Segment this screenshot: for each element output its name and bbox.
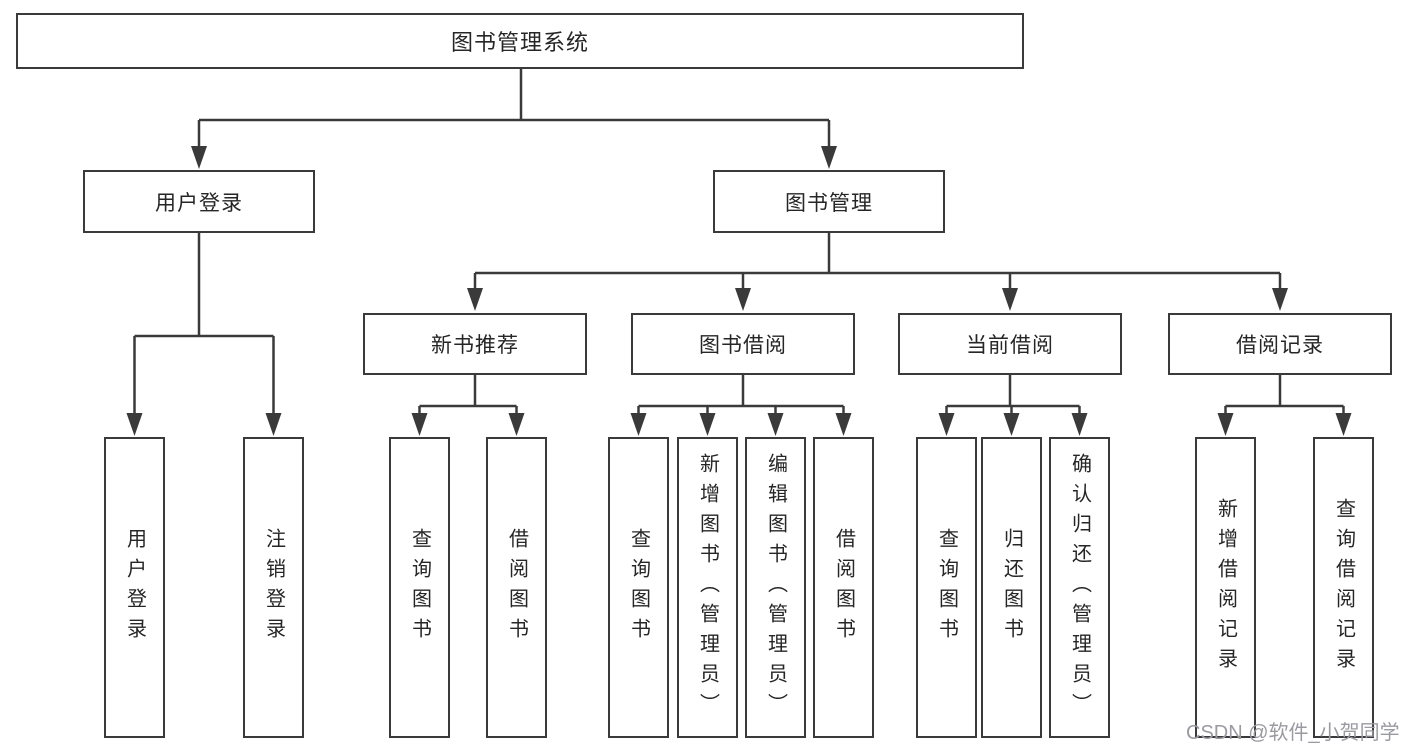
leaf-records-query-record: 查询借阅记录 bbox=[1313, 437, 1374, 738]
leaf-newbook-query-books: 查询图书 bbox=[389, 437, 450, 738]
node-borrowing-records: 借阅记录 bbox=[1168, 313, 1392, 375]
leaf-newbook-borrow-books: 借阅图书 bbox=[486, 437, 547, 738]
node-root-system: 图书管理系统 bbox=[16, 13, 1024, 69]
node-current-borrowing: 当前借阅 bbox=[898, 313, 1122, 375]
node-book-borrowing: 图书借阅 bbox=[631, 313, 855, 375]
leaf-borrowing-query-books: 查询图书 bbox=[608, 437, 669, 738]
csdn-watermark: CSDN @软件_小贺同学 bbox=[1186, 722, 1400, 744]
leaf-current-confirm-return-admin: 确认归还（管理员） bbox=[1049, 437, 1110, 738]
leaf-borrowing-edit-books-admin: 编辑图书（管理员） bbox=[745, 437, 806, 738]
leaf-records-add-record: 新增借阅记录 bbox=[1195, 437, 1256, 738]
leaf-borrowing-borrow-books: 借阅图书 bbox=[813, 437, 874, 738]
leaf-borrowing-add-books-admin: 新增图书（管理员） bbox=[677, 437, 738, 738]
leaf-logout: 注销登录 bbox=[243, 437, 304, 738]
node-user-login: 用户登录 bbox=[83, 170, 315, 233]
leaf-current-return-books: 归还图书 bbox=[981, 437, 1042, 738]
leaf-user-login: 用户登录 bbox=[104, 437, 165, 738]
leaf-current-query-books: 查询图书 bbox=[916, 437, 977, 738]
node-book-management: 图书管理 bbox=[713, 170, 945, 233]
node-new-book-recommend: 新书推荐 bbox=[363, 313, 587, 375]
